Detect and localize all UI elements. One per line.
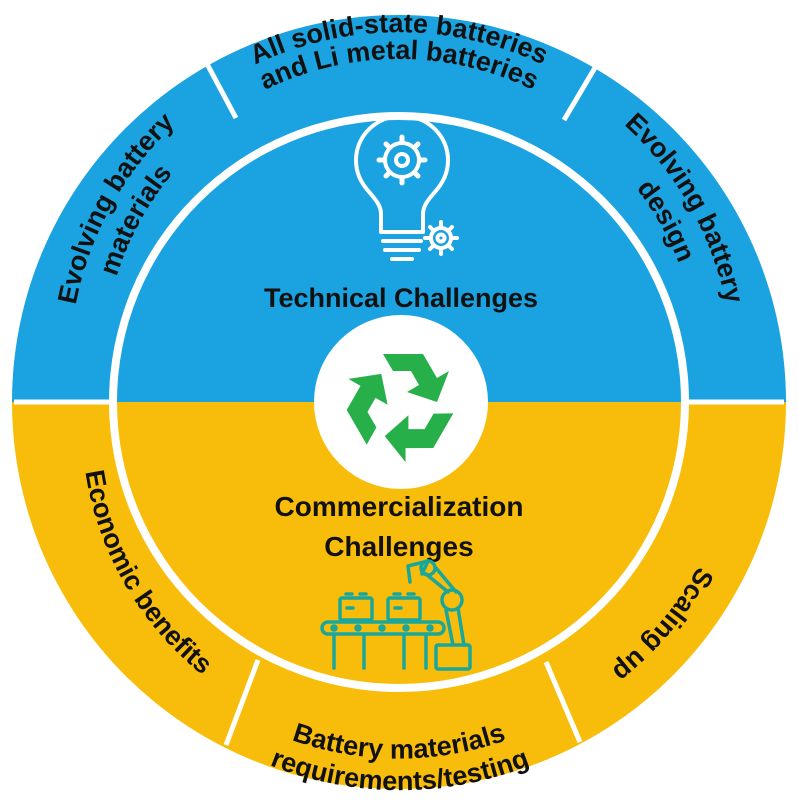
recycle-icon (346, 354, 454, 463)
inner-circle-bottom-half (117, 402, 681, 684)
center-badge (314, 315, 488, 489)
inner-circle-top-half (117, 120, 681, 402)
commercialization-title-line1: Commercialization (275, 491, 524, 522)
commercialization-title-line2: Challenges (324, 531, 473, 562)
technical-challenges-title: Technical Challenges (264, 283, 538, 313)
factory-robot-arm-icon (320, 559, 472, 671)
lightbulb-gear-icon (354, 114, 459, 261)
